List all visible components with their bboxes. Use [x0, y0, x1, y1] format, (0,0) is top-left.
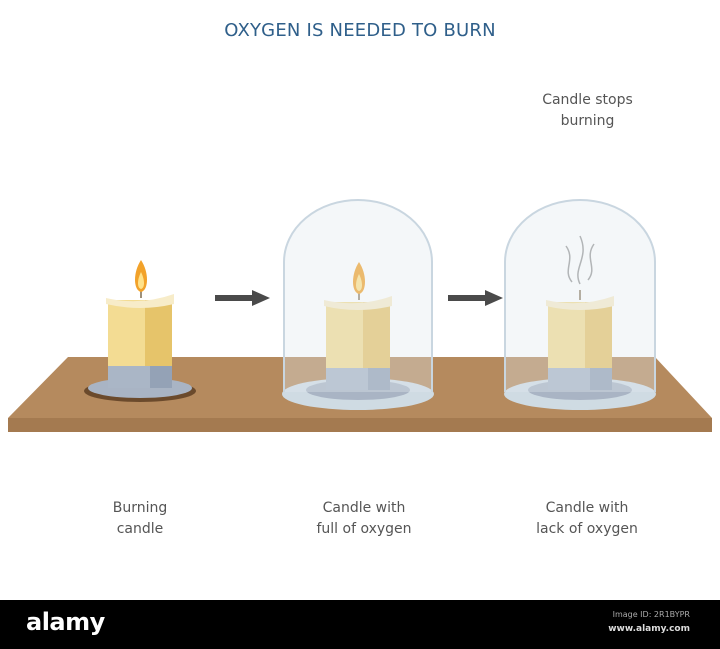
- glass-dome: [504, 199, 656, 392]
- arrow-right-icon: [448, 290, 503, 306]
- caption-full-oxygen: Candle with full of oxygen: [316, 500, 412, 537]
- smoke-icon: [565, 235, 595, 285]
- caption-lack-oxygen: Candle with lack of oxygen: [536, 500, 638, 537]
- image-id: Image ID: 2R1BYPR: [612, 610, 690, 619]
- annotation-text: Candle stops burning: [542, 92, 633, 129]
- candle-full-oxygen-figure: [282, 199, 434, 410]
- burning-candle-figure: [84, 260, 196, 402]
- annotation-candle-stops: Candle stops burning: [520, 90, 655, 132]
- flame-icon: [353, 262, 365, 294]
- arrow-right-icon: [215, 290, 270, 306]
- candle-experiment-illustration: [8, 199, 712, 432]
- caption-burning-candle: Burning candle: [112, 500, 168, 537]
- diagram-title: OXYGEN IS NEEDED TO BURN: [224, 20, 496, 41]
- glass-dome: [283, 199, 433, 392]
- candle-lack-oxygen-figure: [504, 199, 656, 410]
- flame-icon: [135, 260, 147, 292]
- site-link[interactable]: www.alamy.com: [608, 624, 690, 634]
- alamy-logo: alamy: [26, 608, 105, 636]
- watermark-footer: alamy Image ID: 2R1BYPR www.alamy.com: [0, 600, 720, 649]
